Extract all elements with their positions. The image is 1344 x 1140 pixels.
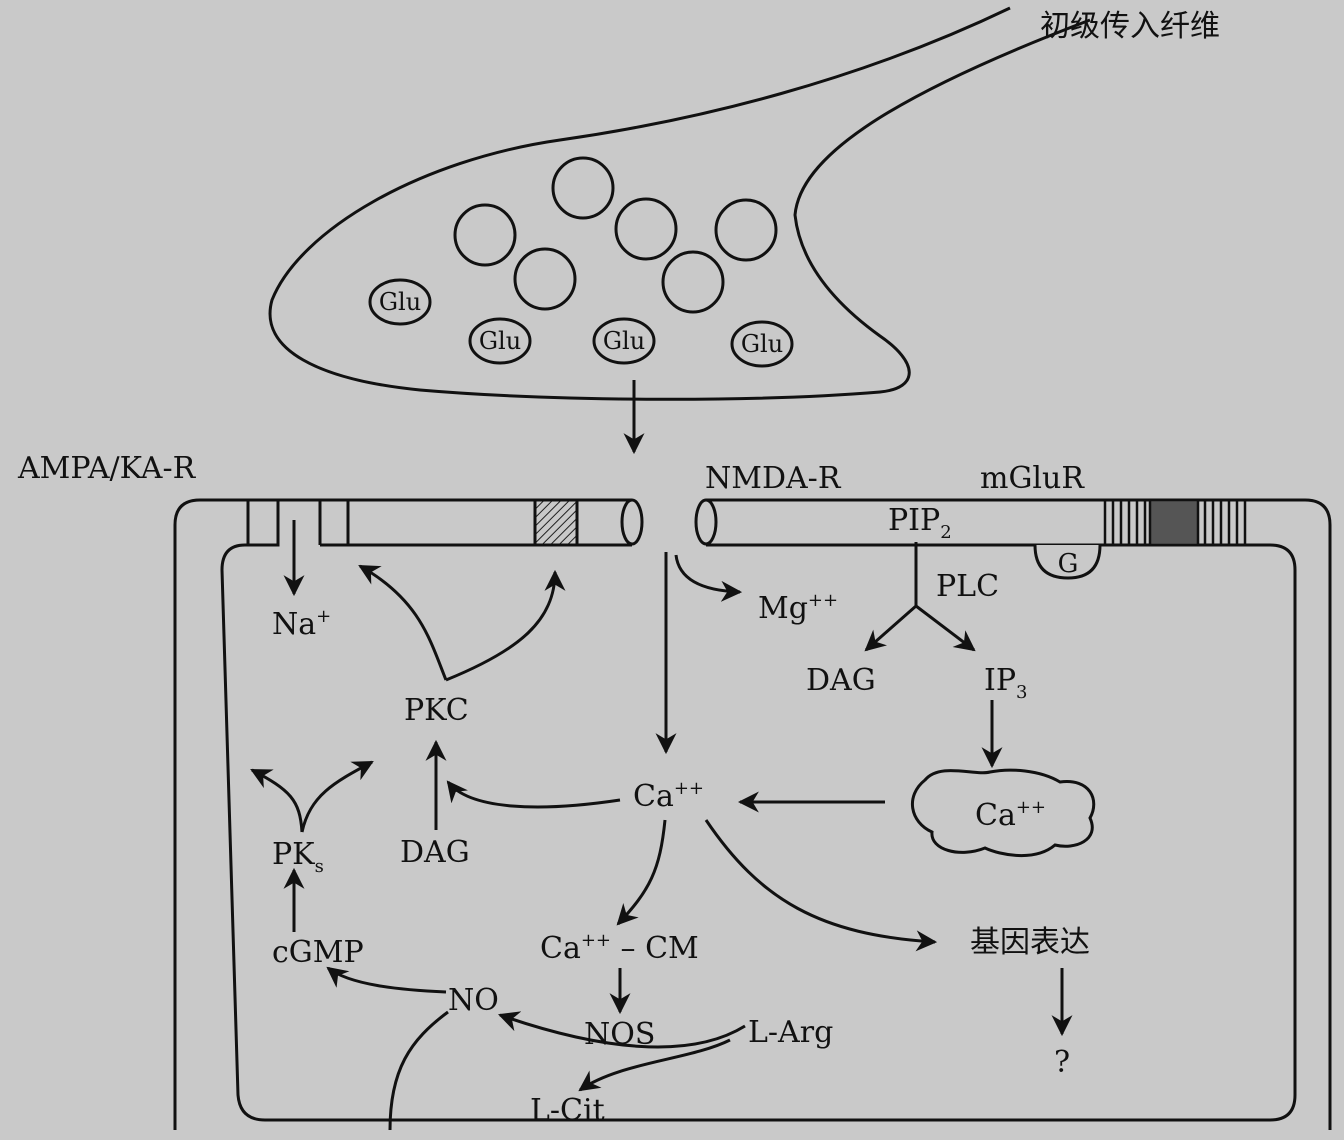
mglur-receptor [1103,498,1247,547]
glu-label-3: Glu [603,327,645,355]
ampa-channel [246,498,280,547]
ca-store-cloud [910,768,1096,858]
ampa-label: AMPA/KA-R [17,451,197,486]
plc-label: PLC [936,569,999,604]
glu-label-2: Glu [479,327,521,355]
g-label: G [1058,549,1079,579]
synaptic-vesicles [453,156,778,314]
mglur-label: mGluR [980,461,1085,496]
ip3-label: IP3 [984,663,1028,703]
pks-arrow-right [300,760,374,833]
ca-cm-label: Ca++ – CM [540,930,699,966]
ca-store-label: Ca++ [975,797,1046,833]
cgmp-label: cGMP [272,935,364,970]
mg-label: Mg++ [758,590,838,626]
presynaptic-terminal [268,6,1091,401]
postsynaptic-membrane-outer [173,498,1332,1130]
dag-bottom-label: DAG [400,835,470,870]
pkc-to-nmda-arrow [445,569,566,682]
nmda-receptor [318,498,632,547]
na-label: Na+ [272,606,331,642]
nmda-hatched-segment [533,498,579,547]
pip2-label: PIP2 [888,503,952,543]
arrow-to-ip3 [915,604,976,652]
g-protein [1033,544,1102,580]
nmda-label: NMDA-R [705,461,842,496]
no-to-cgmp-arrow [326,966,447,994]
postsynaptic-membrane-inner [220,543,1297,1122]
larg-label: L-Arg [748,1015,833,1050]
pks-arrow-left [250,768,304,833]
ca-to-pkc-arrow [446,780,621,809]
pks-label: PKs [272,837,324,877]
no-diffusion-line [388,1010,449,1131]
glu-label-1: Glu [379,288,421,316]
gene-label: 基因表达 [970,925,1090,960]
nmda-pore-left [620,498,644,546]
no-label: NO [448,983,499,1018]
larg-to-lcit-arrow [578,1038,731,1092]
pkc-label: PKC [404,693,469,728]
larg-to-no-arrow [498,1011,746,1049]
fiber-label: 初级传入纤维 [1040,9,1220,44]
nmda-pore-right [694,498,718,546]
ca-to-cacm-arrow [616,819,667,926]
pkc-to-ampa-arrow [358,564,448,681]
arrow-to-dag [864,604,917,652]
ca-center-label: Ca++ [633,778,704,814]
ca-to-gene-arrow [704,819,938,952]
glu-vesicles [368,278,794,368]
lcit-label: L-Cit [530,1093,605,1128]
dag-top-label: DAG [806,663,876,698]
question-label: ? [1054,1045,1070,1080]
mg-arrow [674,554,743,602]
glu-label-4: Glu [741,330,783,358]
